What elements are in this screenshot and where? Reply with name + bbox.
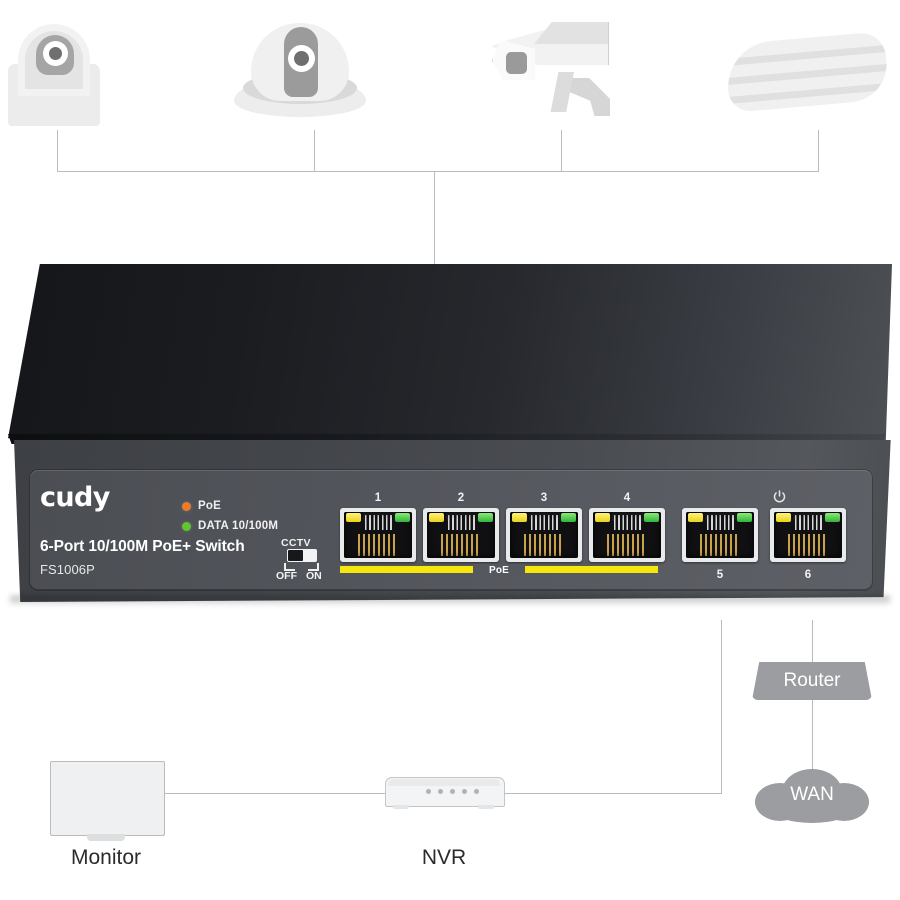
link-router-to-wan	[812, 699, 813, 769]
monitor-screen	[50, 761, 165, 836]
rj45-port-3-led-yellow	[512, 513, 527, 522]
led-indicator-data: DATA 10/100M	[182, 520, 278, 532]
nvr-foot-left	[393, 805, 409, 809]
rj45-port-2-led-yellow	[429, 513, 444, 522]
monitor-stand	[87, 834, 125, 841]
switch-top-edge	[8, 434, 886, 444]
cctv-tick-off	[284, 563, 295, 571]
cctv-on-label: ON	[306, 570, 322, 582]
dome-camera-round-lens	[294, 51, 309, 66]
cctv-toggle-knob[interactable]	[288, 550, 303, 561]
switch-drop-shadow	[10, 596, 890, 606]
switch-top-face	[8, 264, 892, 440]
link-port5-drop	[721, 620, 722, 793]
nvr-foot-right	[478, 805, 494, 809]
link-camera3-drop	[561, 130, 562, 172]
rj45-port-1-led-yellow	[346, 513, 361, 522]
nvr-label: NVR	[421, 846, 467, 869]
rj45-port-5-led-yellow	[688, 513, 703, 522]
bullet-camera-top	[534, 22, 608, 44]
rj45-port-1[interactable]	[340, 508, 416, 562]
monitor-label: Monitor	[70, 846, 142, 869]
port-label-3: 3	[540, 492, 548, 504]
rj45-port-6-led-yellow	[776, 513, 791, 522]
camera-bus	[57, 171, 819, 172]
switch-sku: FS1006P	[40, 562, 95, 577]
cctv-tick-on	[308, 563, 319, 571]
rj45-port-6-led-green	[825, 513, 840, 522]
power-icon	[773, 490, 786, 503]
cloud-icon	[755, 769, 869, 823]
rj45-port-2[interactable]	[423, 508, 499, 562]
nvr-top	[388, 779, 500, 786]
rj45-port-1-led-green	[395, 513, 410, 522]
rj45-port-5-led-green	[737, 513, 752, 522]
nvr-indicator-lights	[426, 789, 479, 794]
link-bus-to-switch	[434, 171, 435, 267]
router-node: Router	[752, 662, 872, 700]
link-camera1-drop	[57, 130, 58, 172]
rj45-port-2-led-green	[478, 513, 493, 522]
cudy-logo: cudy	[40, 482, 110, 513]
wan-label: WAN	[790, 784, 834, 805]
bullet-camera-arm	[550, 72, 574, 112]
link-monitor-to-nvr	[163, 793, 386, 794]
wan-cloud-node: WAN	[750, 766, 874, 824]
port-label-5: 5	[716, 569, 724, 581]
poe-led-label: PoE	[198, 500, 221, 512]
bullet-camera-lens	[506, 52, 527, 74]
poe-bar-label: PoE	[473, 564, 525, 577]
link-camera4-drop	[818, 130, 819, 172]
router-label: Router	[783, 670, 841, 691]
rj45-port-4-led-yellow	[595, 513, 610, 522]
rj45-port-4-led-green	[644, 513, 659, 522]
link-camera2-drop	[314, 130, 315, 172]
led-indicator-poe: PoE	[182, 500, 221, 512]
port-label-6: 6	[804, 569, 812, 581]
rj45-port-3-led-green	[561, 513, 576, 522]
cctv-off-label: OFF	[276, 570, 297, 582]
port-label-1: 1	[374, 492, 382, 504]
rj45-port-5[interactable]	[682, 508, 758, 562]
rj45-port-4[interactable]	[589, 508, 665, 562]
cctv-toggle-title: CCTV	[281, 537, 311, 549]
data-led-label: DATA 10/100M	[198, 520, 279, 532]
port-label-2: 2	[457, 492, 465, 504]
dome-camera-flat-lens	[49, 47, 62, 60]
link-port6-to-router	[812, 620, 813, 664]
port-label-4: 4	[623, 492, 631, 504]
switch-model-name: 6-Port 10/100M PoE+ Switch	[40, 538, 245, 555]
poe-led-dot	[182, 501, 191, 511]
rj45-port-3[interactable]	[506, 508, 582, 562]
access-point	[724, 31, 890, 113]
rj45-port-6[interactable]	[770, 508, 846, 562]
link-nvr-to-switch	[503, 793, 722, 794]
data-led-dot	[182, 521, 191, 531]
